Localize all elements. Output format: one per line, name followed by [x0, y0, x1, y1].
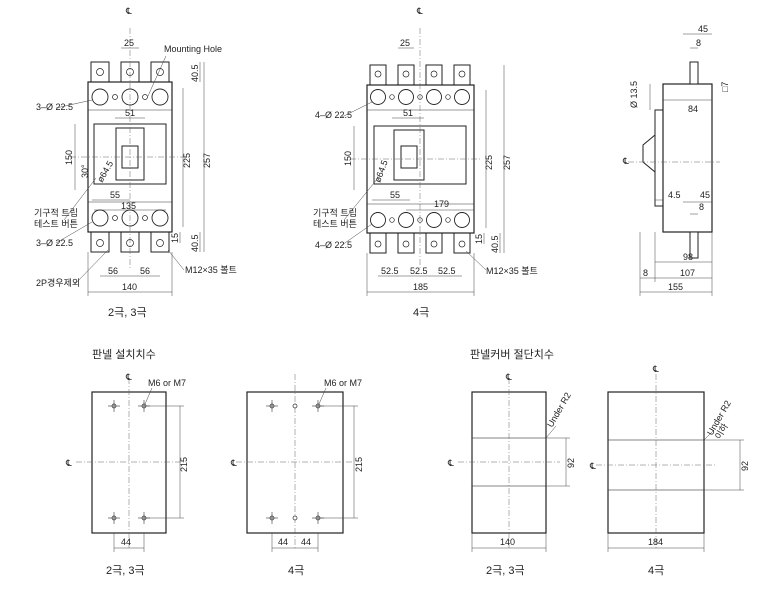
dim-label: 92 — [740, 461, 750, 471]
centerline-symbol: ℄ — [65, 458, 72, 468]
breaker-side-body — [662, 83, 713, 233]
dim-label: 45 — [698, 24, 708, 34]
centerline-symbol: ℄ — [230, 458, 237, 468]
radius-label: Under R2 — [545, 391, 573, 429]
panel-cut-4p: ℄ ℄ Under R2 이하 92 184 4극 — [589, 364, 750, 577]
dim-label: 135 — [121, 201, 136, 211]
dim-label: 150 — [64, 150, 74, 165]
screw-label: M6 or M7 — [148, 378, 186, 388]
centerline-symbol: ℄ — [125, 372, 132, 382]
dim-label: 40.5 — [190, 234, 200, 252]
dim-label: 215 — [179, 457, 189, 472]
centerline-symbol: ℄ — [447, 458, 454, 468]
dim-label: 52.5 — [381, 266, 399, 276]
panel-mount-4p: ℄ M6 or M7 215 44 44 4극 — [230, 374, 364, 577]
dim-label: Ø 13.5 — [629, 81, 639, 108]
dim-label: 225 — [484, 155, 494, 170]
panel-cut-2p3p: ℄ ℄ Under R2 92 140 2극, 3극 — [447, 372, 576, 577]
trip-button-label: 기구적 트립 — [313, 207, 357, 218]
dim-label: 55 — [390, 190, 400, 200]
dim-label: 140 — [122, 282, 137, 292]
dim-label: 44 — [278, 537, 288, 547]
dim-label: 56 — [108, 266, 118, 276]
panel-mount-2p3p: ℄ ℄ M6 or M7 215 44 2극, 3극 — [65, 372, 189, 577]
dim-label: 51 — [125, 108, 135, 118]
dim-label: 15 — [170, 233, 180, 243]
screw-label: M6 or M7 — [324, 378, 362, 388]
dim-label: 44 — [121, 537, 131, 547]
dim-label: 4.5 — [668, 190, 681, 200]
dim-label: 257 — [202, 153, 212, 168]
caption: 4극 — [648, 565, 664, 577]
dim-label: 179 — [434, 199, 449, 209]
dim-label: 51 — [403, 108, 413, 118]
dim-label: 52.5 — [438, 266, 456, 276]
dim-label: 155 — [668, 282, 683, 292]
dim-label: 55 — [110, 190, 120, 200]
dim-label: 107 — [680, 268, 695, 278]
dim-label: 52.5 — [410, 266, 428, 276]
dim-label: 25 — [400, 38, 410, 48]
dim-label: 40.5 — [190, 64, 200, 82]
dim-label: 30° — [80, 164, 90, 178]
dim-label: 150 — [343, 151, 353, 166]
dim-label: 8 — [696, 38, 701, 48]
trip-button-label: 테스트 버튼 — [34, 219, 78, 229]
dim-label: 215 — [354, 457, 364, 472]
dim-label: 257 — [502, 155, 512, 170]
dim-label: 84 — [688, 104, 698, 114]
front-view-4p: ℄ 25 4–Ø 22.5 51 150 225 257 ø64.5 55 17… — [313, 6, 538, 319]
centerline-symbol: ℄ — [652, 364, 659, 374]
hole-label: 4–Ø 22.5 — [315, 240, 352, 250]
dim-label: 92 — [566, 458, 576, 468]
caption: 2극, 3극 — [106, 565, 145, 577]
centerline-symbol: ℄ — [416, 6, 423, 16]
dim-label: 25 — [124, 38, 134, 48]
dim-label: 140 — [500, 537, 515, 547]
front-view-2p3p: ℄ 25 Mounting Hole 40.5 3–Ø 22.5 51 150 … — [34, 6, 237, 319]
bolt-label: M12×35 볼트 — [486, 266, 538, 276]
hole-label: 3–Ø 22.5 — [36, 238, 73, 248]
hole-label: 3–Ø 22.5 — [36, 102, 73, 112]
centerline-symbol: ℄ — [622, 156, 629, 166]
trip-button-label: 기구적 트립 — [34, 207, 78, 218]
dim-label: 15 — [474, 234, 484, 244]
dim-label: 40.5 — [490, 235, 500, 253]
caption: 2극, 3극 — [108, 307, 147, 319]
side-view: 45 8 Ø 13.5 □7 84 ℄ 4.5 45 8 98 8 107 15… — [622, 24, 730, 296]
dim-label: □7 — [720, 82, 730, 92]
dim-label: 8 — [643, 268, 648, 278]
section-title-panel-cut: 판넬커버 절단치수 — [470, 348, 554, 361]
dim-label: 44 — [301, 537, 311, 547]
dim-label: 56 — [140, 266, 150, 276]
caption: 4극 — [413, 307, 429, 319]
centerline-symbol: ℄ — [505, 372, 512, 382]
dim-label: 185 — [413, 282, 428, 292]
dim-label: 45 — [700, 190, 710, 200]
caption: 2극, 3극 — [486, 565, 525, 577]
dim-label: 98 — [683, 252, 693, 262]
bolt-label: M12×35 볼트 — [185, 265, 237, 275]
dim-label: 184 — [648, 537, 663, 547]
dim-label: 225 — [182, 153, 192, 168]
trip-button-label: 테스트 버튼 — [313, 219, 357, 229]
caption: 4극 — [288, 565, 304, 577]
note-label: 2P경우제외 — [36, 277, 80, 288]
section-title-panel-mount: 판넬 설치치수 — [92, 348, 156, 361]
mounting-hole-label: Mounting Hole — [164, 44, 222, 54]
mount-hole-marks — [266, 400, 324, 524]
centerline-symbol: ℄ — [125, 6, 132, 16]
hole-label: 4–Ø 22.5 — [315, 110, 352, 120]
dim-label: 8 — [699, 202, 704, 212]
centerline-symbol: ℄ — [589, 461, 596, 471]
